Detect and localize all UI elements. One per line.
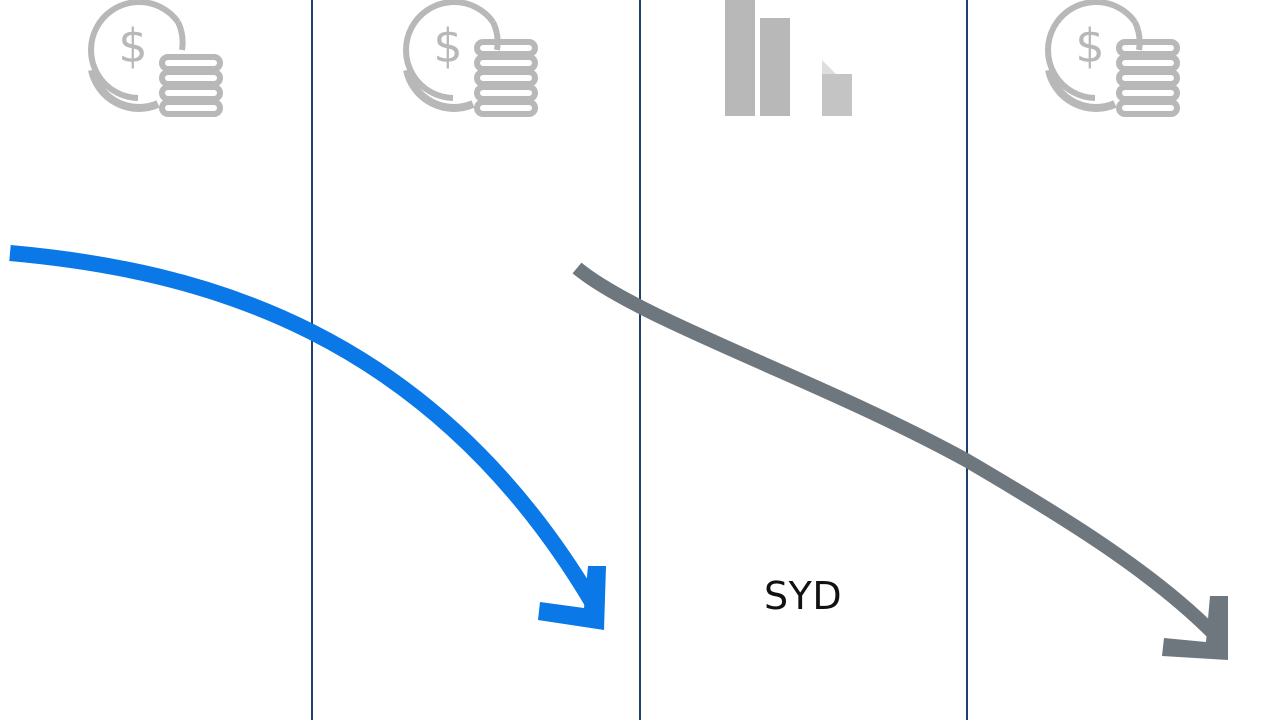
svg-text:$: $ [1075,19,1104,73]
svg-text:$: $ [433,19,462,73]
svg-text:$: $ [118,19,147,73]
money-coins-icon: $ [1045,0,1180,117]
gray-down-curve-arrow [572,262,1228,660]
column-divider-2 [639,0,641,720]
money-coins-icon: $ [88,0,223,117]
money-coins-icon: $ [403,0,538,117]
bar-chart-icon [725,0,852,116]
blue-down-curve-arrow [9,245,606,630]
cropped-text-fragment [18,708,238,720]
column-divider-3 [966,0,968,720]
sydney-label: SYD [764,574,843,618]
column-divider-1 [311,0,313,720]
